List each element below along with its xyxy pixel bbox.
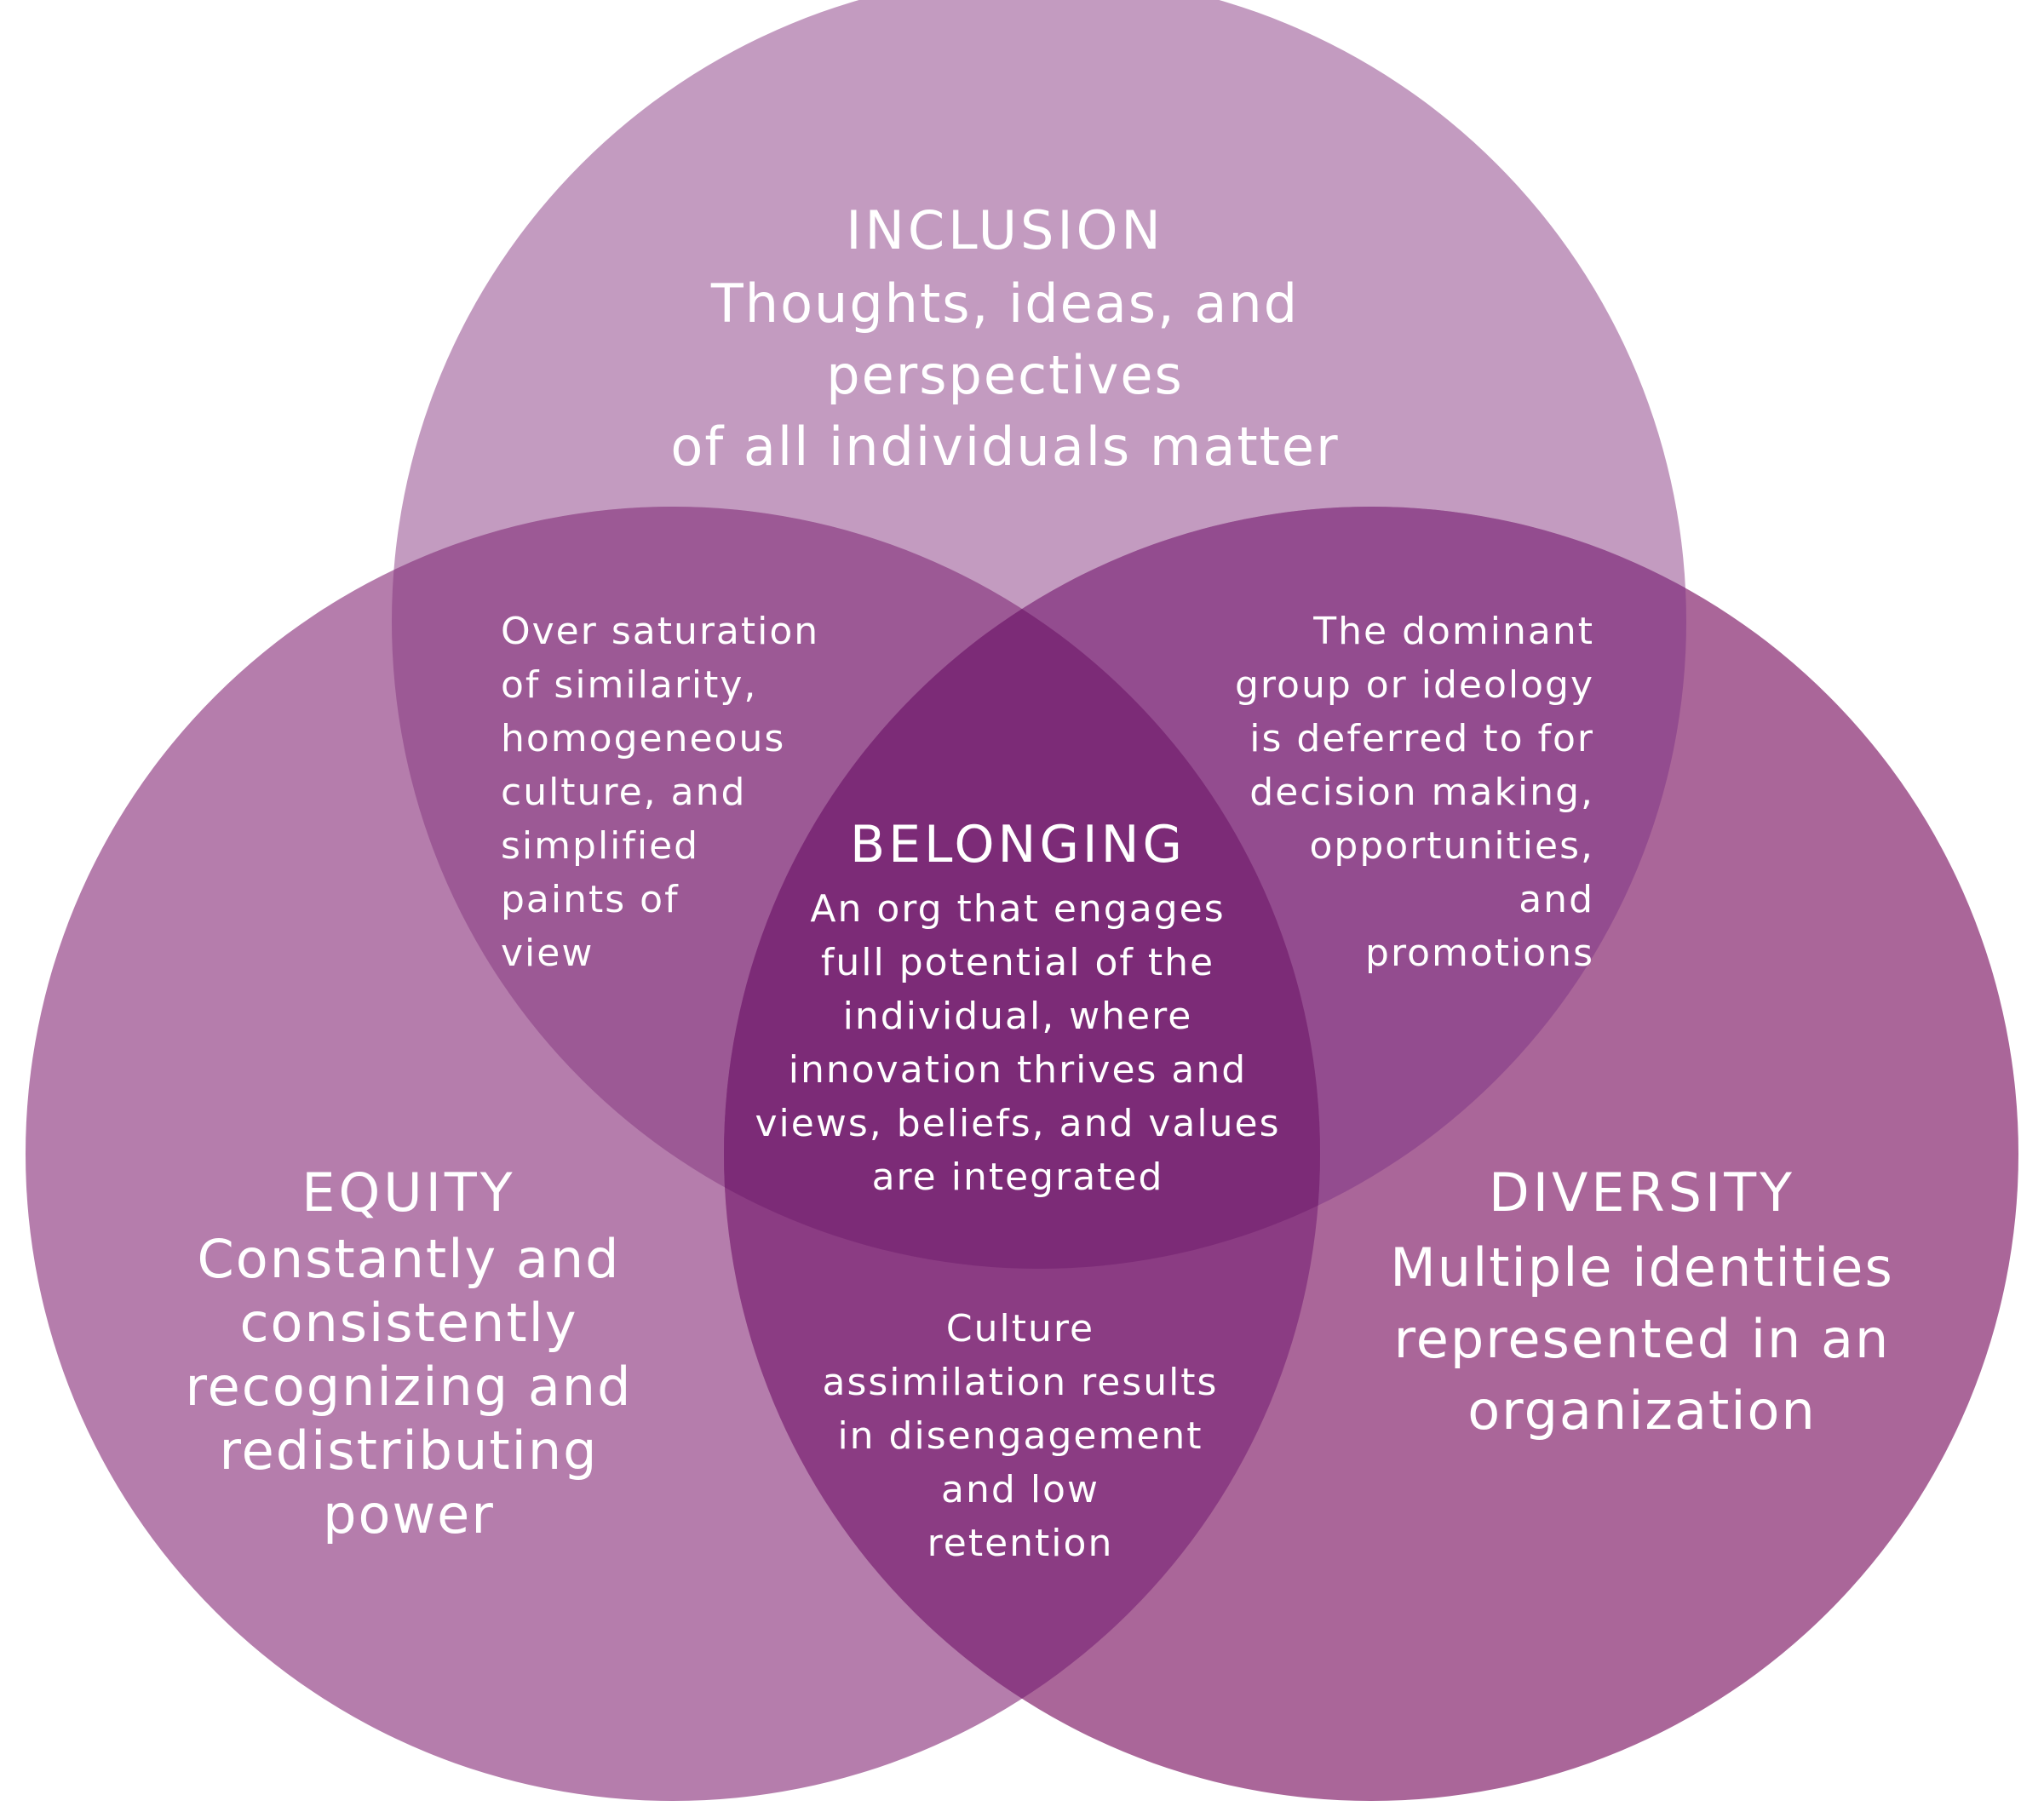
inclusion-desc-line: perspectives [826, 344, 1184, 406]
inclusion-equity-line: homogeneous [501, 717, 785, 760]
equity-title: EQUITY [301, 1161, 515, 1224]
diversity-desc-line: organization [1467, 1379, 1817, 1442]
belonging-center [724, 507, 1320, 1269]
equity-label: EQUITY Constantly and consistently recog… [186, 1161, 633, 1545]
inclusion-equity-line: simplified [501, 824, 699, 868]
inclusion-diversity-line: decision making, [1249, 771, 1594, 814]
belonging-desc-line: full potential of the [821, 941, 1214, 984]
inclusion-equity-line: of similarity, [501, 663, 757, 707]
equity-desc-line: consistently [239, 1292, 577, 1354]
inclusion-diversity-line: group or ideology [1235, 663, 1594, 707]
inclusion-diversity-line: is deferred to for [1249, 717, 1594, 760]
belonging-desc-line: views, beliefs, and values [755, 1102, 1281, 1145]
belonging-label: BELONGING An org that engages full poten… [755, 815, 1281, 1199]
equity-diversity-line: Culture [946, 1307, 1094, 1350]
equity-desc-line: redistributing [219, 1419, 598, 1482]
diversity-desc-line: Multiple identities [1390, 1236, 1894, 1299]
equity-desc-line: power [323, 1483, 495, 1545]
inclusion-diversity-line: The dominant [1312, 610, 1594, 653]
inclusion-equity-label: Over saturation of similarity, homogeneo… [501, 610, 819, 975]
inclusion-equity-line: view [501, 932, 594, 975]
diversity-label: DIVERSITY Multiple identities represente… [1390, 1161, 1894, 1442]
equity-diversity-line: and low [941, 1468, 1100, 1511]
inclusion-equity-line: Over saturation [501, 610, 819, 653]
inclusion-equity-line: paints of [501, 878, 680, 921]
diversity-title: DIVERSITY [1489, 1161, 1795, 1224]
diversity-desc-line: represented in an [1394, 1308, 1891, 1370]
equity-diversity-label: Culture assimilation results in disengag… [823, 1307, 1219, 1565]
belonging-title: BELONGING [850, 815, 1186, 874]
inclusion-diversity-line: opportunities, [1310, 824, 1595, 868]
inclusion-equity-line: culture, and [501, 771, 746, 814]
inclusion-desc-line: Thoughts, ideas, and [710, 272, 1299, 335]
belonging-desc-line: An org that engages [810, 887, 1225, 931]
inclusion-diversity-line: and [1519, 878, 1594, 921]
equity-desc-line: recognizing and [186, 1356, 633, 1418]
belonging-desc-line: are integrated [872, 1155, 1164, 1199]
inclusion-diversity-line: promotions [1365, 932, 1594, 975]
equity-desc-line: Constantly and [198, 1228, 621, 1290]
equity-diversity-line: retention [927, 1522, 1114, 1565]
belonging-desc-line: innovation thrives and [789, 1048, 1247, 1092]
inclusion-diversity-label: The dominant group or ideology is deferr… [1235, 610, 1595, 975]
inclusion-label: INCLUSION Thoughts, ideas, and perspecti… [670, 199, 1339, 478]
inclusion-desc-line: of all individuals matter [670, 416, 1339, 478]
belonging-desc-line: individual, where [843, 995, 1193, 1038]
inclusion-title: INCLUSION [846, 199, 1164, 261]
equity-diversity-line: assimilation results [823, 1361, 1219, 1404]
equity-diversity-line: in disengagement [837, 1414, 1203, 1458]
